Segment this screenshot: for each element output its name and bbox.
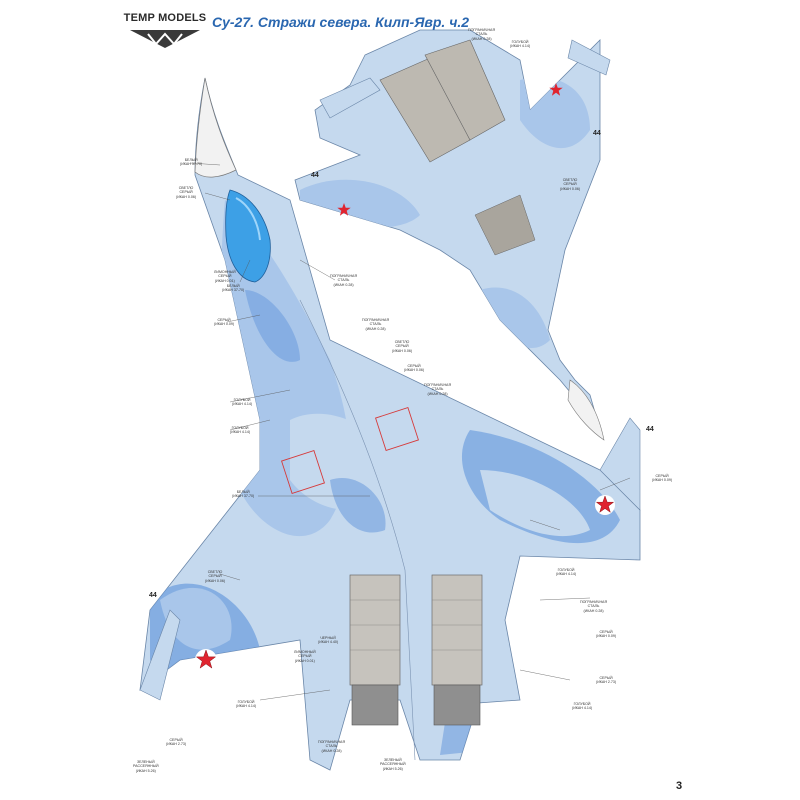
- paint-callout: ПОГРАНИЧНАЯ СТАЛЬ (ИКАН 0.28): [424, 383, 452, 396]
- red-star-insignia-icon: [337, 203, 351, 216]
- red-star-insignia-icon: [595, 495, 615, 515]
- red-star-insignia-icon: [549, 83, 563, 96]
- paint-callout: ПОГРАНИЧНАЯ СТАЛЬ (ИКАН 0.28): [330, 274, 358, 287]
- paint-callout: ГОЛУБОЙ (ИКАН 4.14): [556, 568, 577, 577]
- paint-callout: СЕРЫЙ (ИКАН 2.73): [166, 738, 187, 747]
- tail-number: 44: [149, 592, 157, 599]
- page-number: 3: [676, 780, 683, 792]
- paint-callout: СЕРЫЙ (ИКАН 0.09): [214, 318, 235, 327]
- paint-callout: ЛИМОННЫЙ СЕРЫЙ (ИКАН 0.01): [294, 650, 316, 663]
- paint-callout: ЗЕЛЕНЫЙ РАССЕЯННЫЙ (ИКАН 5.26): [380, 758, 406, 771]
- red-star-insignia-icon: [195, 649, 217, 671]
- tail-number: 44: [646, 426, 654, 433]
- paint-callout: БЕЛЫЙ (ИКАН 37-70): [232, 490, 255, 499]
- bottom-view-aircraft: [294, 29, 611, 441]
- paint-callout: ЛИМОННЫЙ СЕРЫЙ (ИКАН 0.01): [214, 270, 236, 283]
- logo-text: TEMP MODELS: [123, 12, 207, 24]
- paint-callout: ГОЛУБОЙ (ИКАН 4.14): [572, 702, 593, 711]
- temp-models-logo-icon: [130, 30, 200, 48]
- paint-callout: СЕРЫЙ (ИКАН 0.09): [652, 474, 673, 483]
- tail-number: 44: [311, 172, 319, 179]
- paint-callout: ГОЛУБОЙ (ИКАН 4.14): [230, 426, 251, 435]
- paint-callout: БЕЛЫЙ (ИКАН 37-70): [222, 284, 245, 293]
- paint-callout: СВЕТЛО СЕРЫЙ (ИКАН 0.06): [205, 570, 226, 583]
- paint-callout: СВЕТЛО СЕРЫЙ (ИКАН 0.06): [560, 178, 581, 191]
- paint-callout: СЕРЫЙ (ИКАН 0.06): [404, 364, 425, 373]
- tail-number: 44: [593, 130, 601, 137]
- paint-callout: ПОГРАНИЧНАЯ СТАЛЬ (ИКАН 0.28): [468, 28, 496, 41]
- paint-callout: ГОЛУБОЙ (ИКАН 4.14): [232, 398, 253, 407]
- paint-callout: ЧЕРНЫЙ (ИКАН 4.40): [318, 636, 339, 645]
- callout-leader-lines: [189, 162, 631, 701]
- bottom-view-radome: [567, 379, 605, 441]
- paint-callout: СЕРЫЙ (ИКАН 0.09): [596, 630, 617, 639]
- paint-callout: СЕРЫЙ (ИКАН 2.73): [596, 676, 617, 685]
- paint-callout: ПОГРАНИЧНАЯ СТАЛЬ (ИКАН 0.28): [318, 740, 346, 753]
- right-engine-bay: [431, 574, 483, 686]
- paint-callout: ГОЛУБОЙ (ИКАН 4.14): [510, 40, 531, 49]
- paint-callout: ЗЕЛЕНЫЙ РАССЕЯННЫЙ (ИКАН 5.26): [133, 760, 159, 773]
- page-title: Су-27. Стражи севера. Килп-Явр. ч.2: [212, 14, 470, 30]
- paint-callout: СВЕТЛО СЕРЫЙ (ИКАН 0.06): [392, 340, 413, 353]
- top-view-canopy: [225, 189, 271, 283]
- paint-callout: СВЕТЛО СЕРЫЙ (ИКАН 0.06): [176, 186, 197, 199]
- paint-callout: ПОГРАНИЧНАЯ СТАЛЬ (ИКАН 0.28): [580, 600, 608, 613]
- top-view-radome: [194, 77, 237, 178]
- paint-callout: ПОГРАНИЧНАЯ СТАЛЬ (ИКАН 0.28): [362, 318, 390, 331]
- paint-callout: БЕЛЫЙ (ИКАН 37-70): [180, 158, 203, 167]
- paint-callout: ГОЛУБОЙ (ИКАН 4.14): [236, 700, 257, 709]
- left-engine-bay: [349, 574, 401, 686]
